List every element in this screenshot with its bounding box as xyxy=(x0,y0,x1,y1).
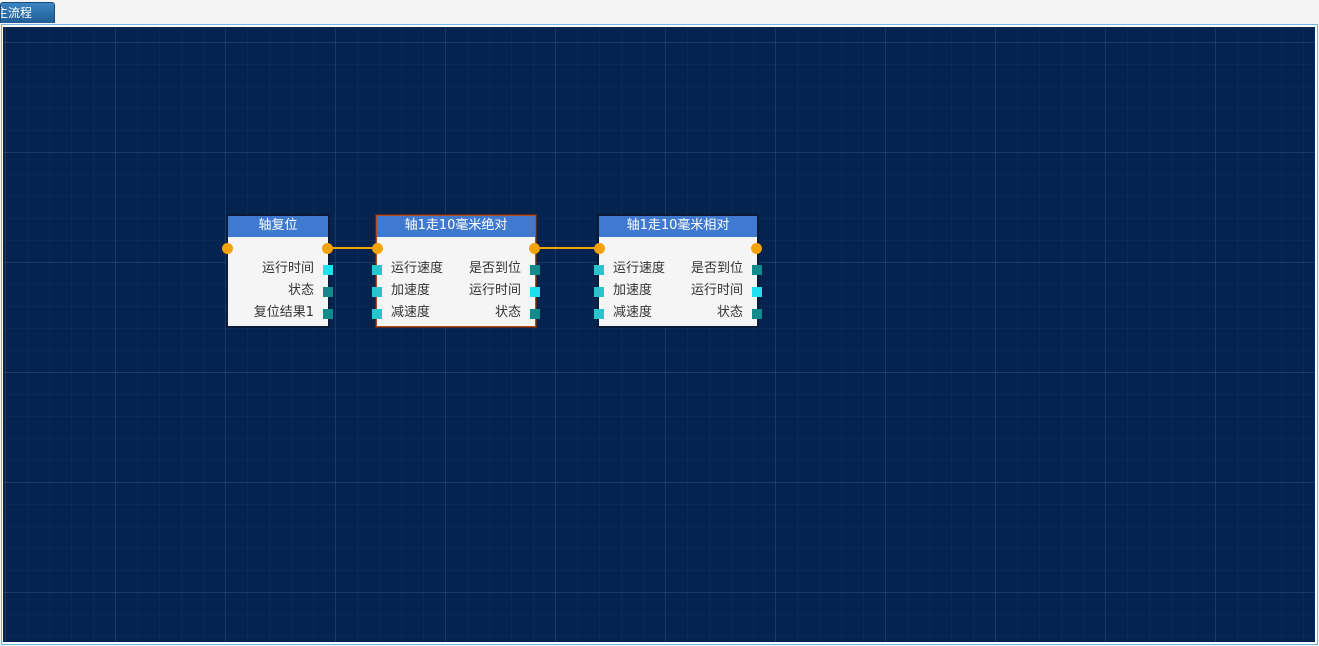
output-label-in-position: 是否到位 xyxy=(468,261,521,276)
output-port-reset-result[interactable] xyxy=(323,309,333,319)
input-label-run-speed: 运行速度 xyxy=(613,261,666,276)
flow-in-port[interactable] xyxy=(222,243,233,254)
output-label-status: 状态 xyxy=(494,305,521,320)
output-label-run-time: 运行时间 xyxy=(261,261,314,276)
input-port-run-speed[interactable] xyxy=(594,265,604,275)
input-label-acceleration: 加速度 xyxy=(613,283,653,298)
output-label-in-position: 是否到位 xyxy=(690,261,743,276)
flow-out-port[interactable] xyxy=(529,243,540,254)
node-title: 轴1走10毫米绝对 xyxy=(377,216,535,237)
node-axis1-move-absolute[interactable]: 轴1走10毫米绝对 运行速度 加速度 减速度 是否到位 运行时间 状态 xyxy=(377,216,535,326)
output-port-status[interactable] xyxy=(752,309,762,319)
output-label-status: 状态 xyxy=(287,283,314,298)
flow-canvas[interactable]: 轴复位 运行时间 状态 复位结果1 轴1走10毫米绝对 运行速度 加速度 减速度… xyxy=(3,27,1315,642)
input-label-deceleration: 减速度 xyxy=(613,305,653,320)
output-port-status[interactable] xyxy=(323,287,333,297)
node-axis-reset[interactable]: 轴复位 运行时间 状态 复位结果1 xyxy=(228,216,328,326)
flow-out-port[interactable] xyxy=(322,243,333,254)
node-title: 轴复位 xyxy=(228,216,328,237)
flow-in-port[interactable] xyxy=(594,243,605,254)
input-port-deceleration[interactable] xyxy=(372,309,382,319)
flow-in-port[interactable] xyxy=(372,243,383,254)
output-label-run-time: 运行时间 xyxy=(690,283,743,298)
input-port-deceleration[interactable] xyxy=(594,309,604,319)
input-port-acceleration[interactable] xyxy=(372,287,382,297)
tab-bar: 主流程 xyxy=(0,0,1319,24)
output-port-run-time[interactable] xyxy=(752,287,762,297)
output-label-status: 状态 xyxy=(716,305,743,320)
node-axis1-move-relative[interactable]: 轴1走10毫米相对 运行速度 加速度 减速度 是否到位 运行时间 状态 xyxy=(599,216,757,326)
output-label-run-time: 运行时间 xyxy=(468,283,521,298)
output-port-run-time[interactable] xyxy=(323,265,333,275)
connection-layer xyxy=(328,247,599,249)
input-port-run-speed[interactable] xyxy=(372,265,382,275)
input-label-run-speed: 运行速度 xyxy=(391,261,444,276)
tab-main-flow[interactable]: 主流程 xyxy=(0,2,55,23)
output-port-run-time[interactable] xyxy=(530,287,540,297)
output-port-status[interactable] xyxy=(530,309,540,319)
flow-out-port[interactable] xyxy=(751,243,762,254)
output-port-in-position[interactable] xyxy=(752,265,762,275)
input-label-acceleration: 加速度 xyxy=(391,283,431,298)
output-label-reset-result: 复位结果1 xyxy=(253,305,314,320)
output-port-in-position[interactable] xyxy=(530,265,540,275)
input-port-acceleration[interactable] xyxy=(594,287,604,297)
node-title: 轴1走10毫米相对 xyxy=(599,216,757,237)
input-label-deceleration: 减速度 xyxy=(391,305,431,320)
